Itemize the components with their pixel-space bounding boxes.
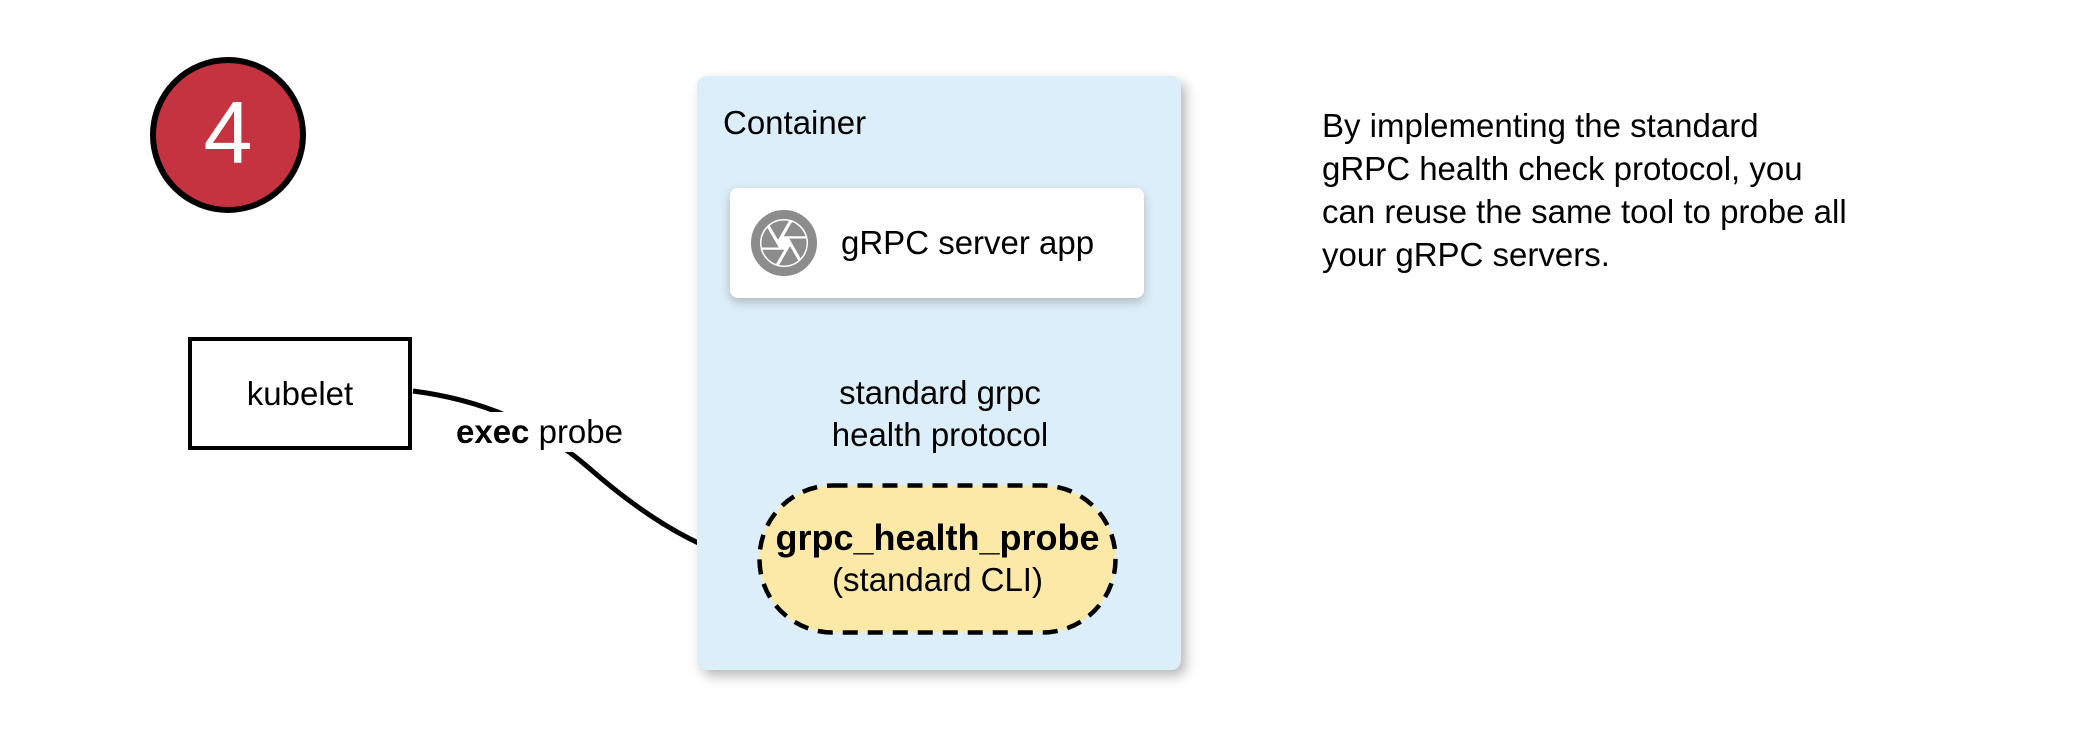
pill-outline — [757, 483, 1118, 635]
grpc-server-label: gRPC server app — [841, 224, 1095, 261]
pill-subtitle: (standard CLI) — [832, 561, 1043, 598]
note-text: By implementing the standard gRPC health… — [1322, 107, 1847, 273]
grpc-health-probe-pill: grpc_health_probe (standard CLI) — [757, 483, 1118, 635]
container-title: Container — [723, 104, 867, 141]
grpc-server-card: gRPC server app — [730, 188, 1144, 298]
health-protocol-label-line1: standard grpc — [839, 374, 1041, 411]
pill-title: grpc_health_probe — [775, 517, 1100, 558]
health-protocol-label: standard grpc health protocol — [790, 372, 1090, 456]
exec-probe-label: exec probe — [450, 412, 629, 452]
exec-probe-label-rest: probe — [529, 413, 623, 450]
step-number: 4 — [203, 83, 253, 182]
kubelet-label: kubelet — [246, 374, 354, 412]
step-badge: 4 — [150, 57, 306, 213]
aperture-icon — [751, 210, 817, 276]
kubelet-box: kubelet — [188, 337, 412, 450]
container-group: Container gRPC server app standard grpc … — [697, 76, 1181, 670]
health-protocol-label-line2: health protocol — [831, 416, 1049, 453]
exec-probe-label-bold: exec — [456, 413, 530, 450]
pill-text: grpc_health_probe (standard CLI) — [757, 483, 1118, 635]
